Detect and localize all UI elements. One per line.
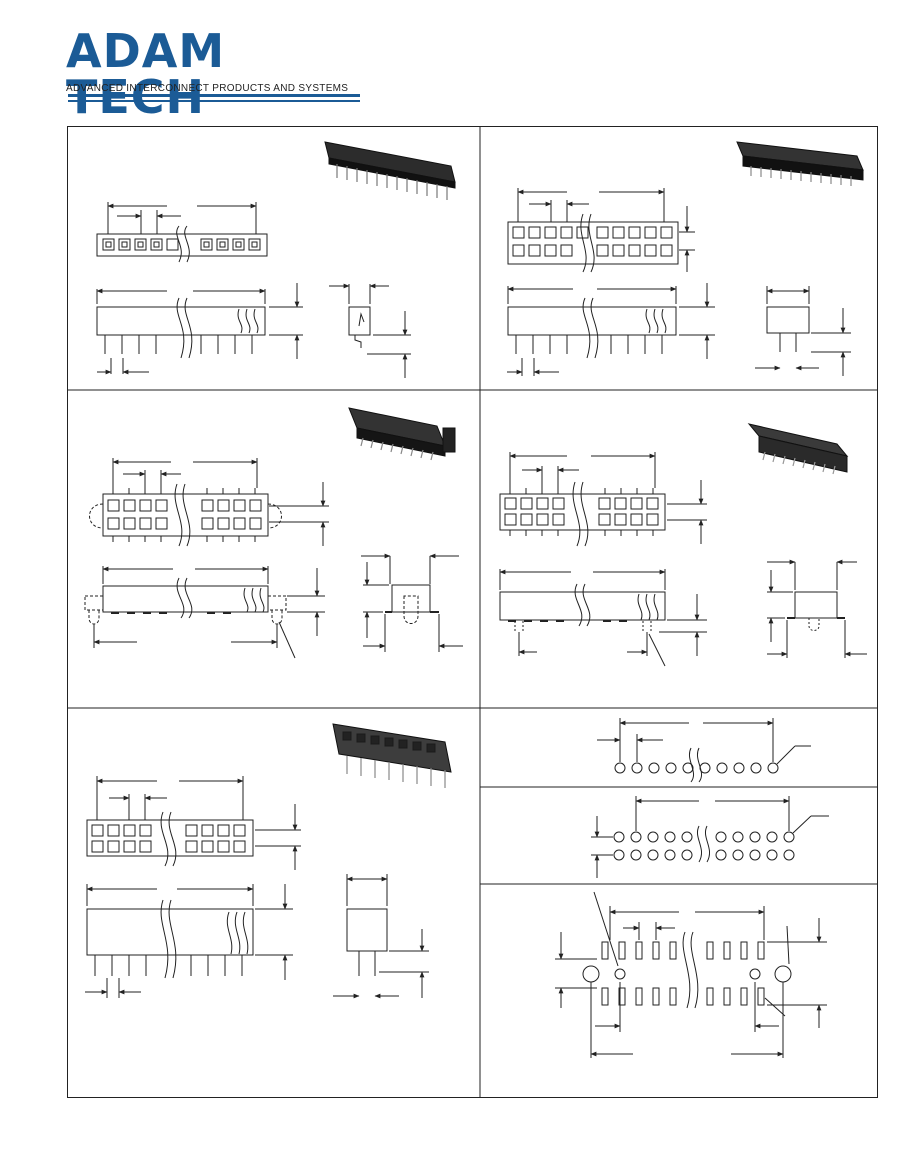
panel-dual-row-tall [85,723,452,999]
product-photo-tall [332,723,452,788]
side-view-tall [333,874,429,999]
side-view-dual-row [755,286,851,376]
logo-underline [68,94,360,97]
pcb-layout-single-row [597,718,811,783]
adam-tech-logo: ADAM TECH [66,28,366,120]
top-view-tall [86,776,301,870]
top-view-smt [499,452,707,547]
product-photo-single-row [324,141,456,200]
top-view-single-row [96,202,268,263]
logo-underline-thin [68,100,360,102]
side-view-smt-pegs [361,553,463,652]
brand-tagline: ADVANCED INTERCONNECT PRODUCTS AND SYSTE… [66,83,349,94]
product-photo-dual-row [736,141,864,186]
drawing-sheet [67,126,878,1098]
panel-dual-row-smt [499,423,867,667]
product-photo-smt-pegs [348,407,456,461]
pcb-layout-smt [555,891,827,1058]
front-view-single-row [96,283,303,375]
pcb-layout-dual-row [591,796,829,878]
front-view-tall [85,884,293,998]
front-view-dual-row [507,283,715,376]
front-view-smt [499,569,707,667]
panel-single-row-through-hole [96,141,456,378]
panel-dual-row-smt-pegs [84,407,463,659]
panel-dual-row-through-hole [507,141,864,376]
top-view-dual-row [507,188,695,273]
panel-grid [67,126,878,1098]
front-view-smt-pegs [84,566,325,659]
product-photo-smt [747,423,849,475]
side-view-smt [767,559,867,658]
top-view-smt-pegs [89,458,329,547]
side-view-single-row [329,283,411,378]
brand-name: ADAM TECH [66,24,226,124]
